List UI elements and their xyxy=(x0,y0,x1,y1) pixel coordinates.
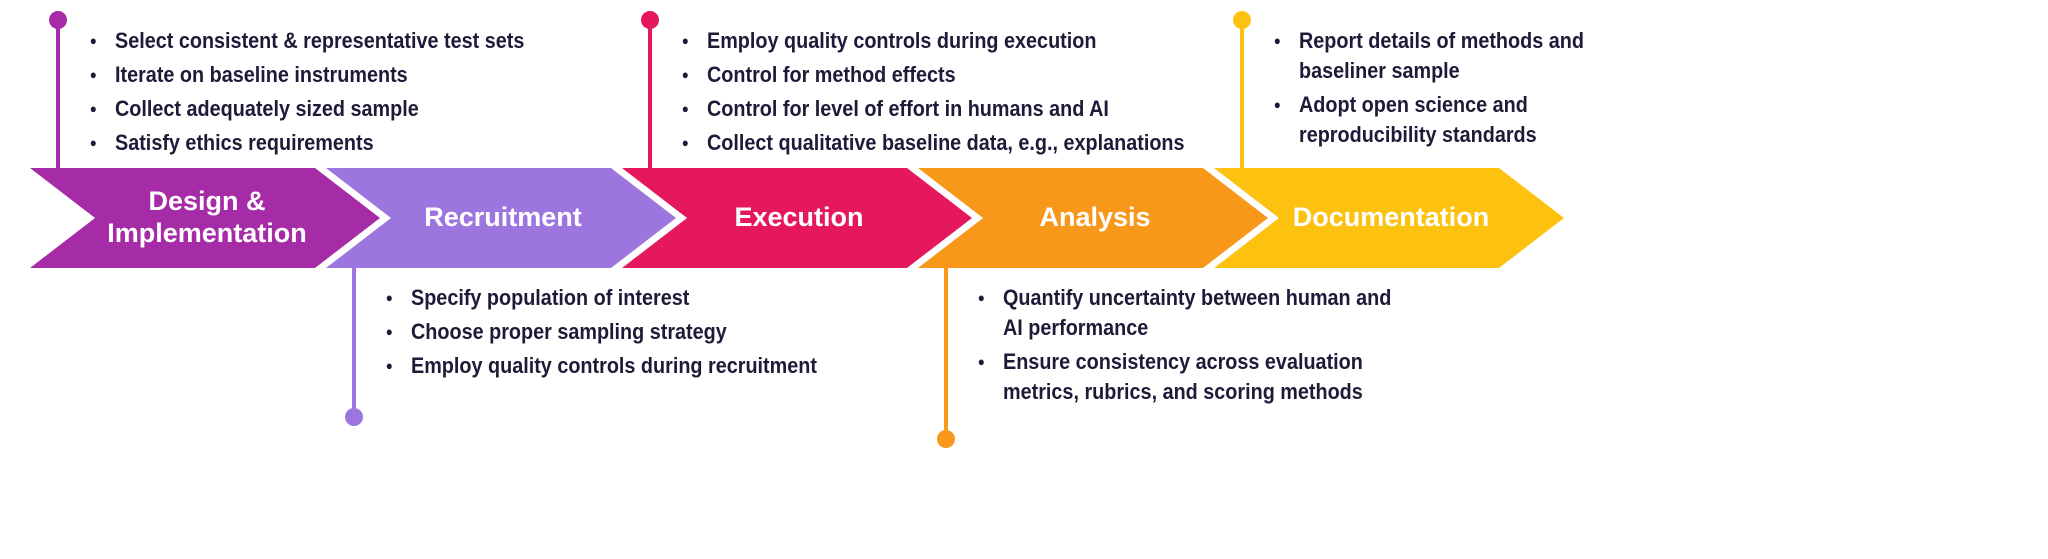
note-item: Control for method effects xyxy=(680,60,1256,90)
note-item: Employ quality controls during recruitme… xyxy=(384,351,888,381)
notes-execution: Employ quality controls during execution… xyxy=(680,26,1256,162)
connector-dot xyxy=(937,430,955,448)
note-item: Satisfy ethics requirements xyxy=(88,128,628,158)
note-item: Specify population of interest xyxy=(384,283,888,313)
note-item: Iterate on baseline instruments xyxy=(88,60,628,90)
connector-dot xyxy=(345,408,363,426)
notes-analysis: Quantify uncertainty between human and A… xyxy=(976,283,1404,411)
connector-line xyxy=(648,20,652,168)
stage-label: Documentation xyxy=(1292,202,1490,233)
stage-arrow-design-implementation: Design & Implementation xyxy=(30,168,380,268)
note-item: Quantify uncertainty between human and A… xyxy=(976,283,1404,343)
stage-label: Execution xyxy=(734,202,864,233)
connector-line xyxy=(1240,20,1244,168)
notes-design-implementation: Select consistent & representative test … xyxy=(88,26,628,162)
connector-line xyxy=(56,20,60,168)
note-item: Choose proper sampling strategy xyxy=(384,317,888,347)
stage-label: Recruitment xyxy=(424,202,582,233)
notes-recruitment: Specify population of interest Choose pr… xyxy=(384,283,888,385)
note-item: Collect qualitative baseline data, e.g.,… xyxy=(680,128,1256,158)
notes-documentation: Report details of methods and baseliner … xyxy=(1272,26,1614,154)
note-item: Collect adequately sized sample xyxy=(88,94,628,124)
note-item: Report details of methods and baseliner … xyxy=(1272,26,1614,86)
note-item: Employ quality controls during execution xyxy=(680,26,1256,56)
note-item: Control for level of effort in humans an… xyxy=(680,94,1256,124)
connector-line xyxy=(352,268,356,409)
stage-label: Design & Implementation xyxy=(107,186,307,248)
note-item: Select consistent & representative test … xyxy=(88,26,628,56)
note-item: Adopt open science and reproducibility s… xyxy=(1272,90,1614,150)
stage-label: Analysis xyxy=(1039,202,1151,233)
note-item: Ensure consistency across evaluation met… xyxy=(976,347,1404,407)
connector-line xyxy=(944,268,948,430)
